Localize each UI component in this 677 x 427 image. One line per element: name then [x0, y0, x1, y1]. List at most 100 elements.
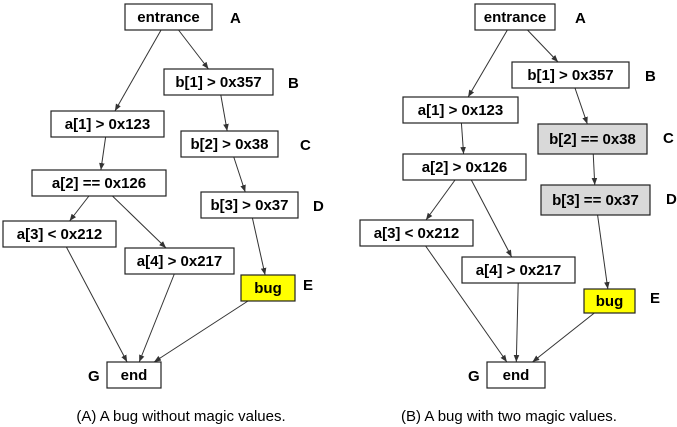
node-bug: bug E	[240, 274, 313, 302]
node-box-b3	[540, 184, 651, 216]
node-b1: b[1] > 0x357 B	[163, 68, 299, 96]
node-box-entrance	[474, 3, 556, 31]
node-letter-bug: E	[650, 290, 660, 307]
node-text-b2: b[2] == 0x38	[549, 131, 636, 148]
node-text-b1: b[1] > 0x357	[527, 67, 613, 84]
node-letter-entrance: A	[230, 10, 241, 27]
node-box-a4	[124, 247, 235, 275]
node-box-entrance	[124, 3, 213, 31]
edge-bug-to-end	[153, 300, 249, 363]
node-box-a3	[2, 220, 117, 248]
node-b2: b[2] == 0x38 C	[537, 123, 674, 155]
node-text-a3: a[3] < 0x212	[17, 226, 102, 243]
caption-panel-a: (A) A bug without magic values.	[76, 408, 285, 425]
node-box-a2	[31, 169, 167, 197]
edge-a3-to-end	[65, 246, 128, 363]
edge-entrance-to-a1	[114, 29, 162, 112]
node-a3: a[3] < 0x212	[2, 220, 117, 248]
edge-b3-to-bug	[251, 217, 267, 276]
nodes-panel-b: entrance Ab[1] > 0x357 Bb[2] == 0x38 Cb[3] …	[359, 3, 677, 389]
edge-bug-to-end	[532, 312, 595, 363]
node-text-b1: b[1] > 0x357	[175, 74, 261, 91]
edge-a2-to-a4	[470, 179, 513, 258]
node-a3: a[3] < 0x212	[359, 219, 474, 247]
node-box-b2	[180, 130, 279, 158]
node-box-a1	[402, 96, 519, 124]
edge-b3-to-bug	[597, 214, 610, 290]
node-letter-end: G	[88, 368, 100, 385]
node-text-b2: b[2] > 0x38	[191, 136, 269, 153]
edge-b2-to-b3	[591, 153, 598, 186]
panel-a: entrance Ab[1] > 0x357 Bb[2] > 0x38 Cb[3] >…	[2, 3, 324, 425]
panel-b: entrance Ab[1] > 0x357 Bb[2] == 0x38 Cb[3] …	[359, 3, 677, 425]
edge-a1-to-a2	[99, 136, 107, 171]
nodes-panel-a: entrance Ab[1] > 0x357 Bb[2] > 0x38 Cb[3] >…	[2, 3, 324, 389]
edge-a2-to-a3	[69, 195, 90, 222]
node-entrance: entrance A	[124, 3, 241, 31]
node-text-a1: a[1] > 0x123	[418, 102, 503, 119]
edge-entrance-to-b1	[527, 29, 559, 63]
node-b2: b[2] > 0x38 C	[180, 130, 311, 158]
node-letter-b1: B	[645, 68, 656, 85]
edge-b1-to-b2	[220, 94, 229, 132]
node-text-entrance: entrance	[137, 9, 200, 26]
node-b1: b[1] > 0x357 B	[511, 61, 656, 89]
node-a4: a[4] > 0x217	[124, 247, 235, 275]
node-text-a4: a[4] > 0x217	[137, 253, 222, 270]
edge-b1-to-b2	[574, 87, 588, 125]
node-end: end G	[468, 361, 546, 389]
node-box-end	[106, 361, 162, 389]
node-letter-b3: D	[666, 191, 677, 208]
node-box-b1	[163, 68, 274, 96]
node-text-a2: a[2] > 0x126	[422, 159, 507, 176]
node-a2: a[2] == 0x126	[31, 169, 167, 197]
node-b3: b[3] == 0x37 D	[540, 184, 677, 216]
node-box-a2	[402, 153, 527, 181]
edge-a1-to-a2	[460, 122, 466, 155]
edges-panel-a	[65, 29, 267, 363]
node-box-a3	[359, 219, 474, 247]
edge-entrance-to-b1	[178, 29, 209, 70]
node-entrance: entrance A	[474, 3, 586, 31]
edge-a4-to-end	[138, 273, 175, 363]
edge-a2-to-a3	[425, 179, 456, 221]
node-letter-b2: C	[663, 130, 674, 147]
node-box-b1	[511, 61, 630, 89]
node-box-end	[486, 361, 546, 389]
node-box-b3	[200, 191, 299, 219]
edge-a4-to-end	[513, 282, 520, 363]
node-letter-entrance: A	[575, 10, 586, 27]
node-letter-b2: C	[300, 137, 311, 154]
node-text-end: end	[121, 367, 148, 384]
node-letter-end: G	[468, 368, 480, 385]
node-end: end G	[88, 361, 162, 389]
node-box-bug	[240, 274, 296, 302]
node-a1: a[1] > 0x123	[50, 110, 165, 138]
node-text-a3: a[3] < 0x212	[374, 225, 459, 242]
edges-panel-b	[425, 29, 610, 363]
node-text-entrance: entrance	[484, 9, 547, 26]
node-letter-b3: D	[313, 198, 324, 215]
node-a4: a[4] > 0x217	[461, 256, 576, 284]
node-text-a1: a[1] > 0x123	[65, 116, 150, 133]
edge-entrance-to-a1	[467, 29, 508, 98]
node-a2: a[2] > 0x126	[402, 153, 527, 181]
node-box-bug	[583, 288, 636, 314]
node-box-b2	[537, 123, 648, 155]
node-box-a4	[461, 256, 576, 284]
edge-a2-to-a4	[112, 195, 167, 249]
node-a1: a[1] > 0x123	[402, 96, 519, 124]
node-letter-bug: E	[303, 277, 313, 294]
node-letter-b1: B	[288, 75, 299, 92]
node-text-b3: b[3] > 0x37	[211, 197, 289, 214]
edge-a3-to-end	[425, 245, 508, 363]
node-text-a4: a[4] > 0x217	[476, 262, 561, 279]
node-b3: b[3] > 0x37 D	[200, 191, 324, 219]
node-text-bug: bug	[254, 280, 282, 297]
node-text-b3: b[3] == 0x37	[552, 192, 639, 209]
caption-panel-b: (B) A bug with two magic values.	[401, 408, 617, 425]
node-text-end: end	[503, 367, 530, 384]
node-box-a1	[50, 110, 165, 138]
